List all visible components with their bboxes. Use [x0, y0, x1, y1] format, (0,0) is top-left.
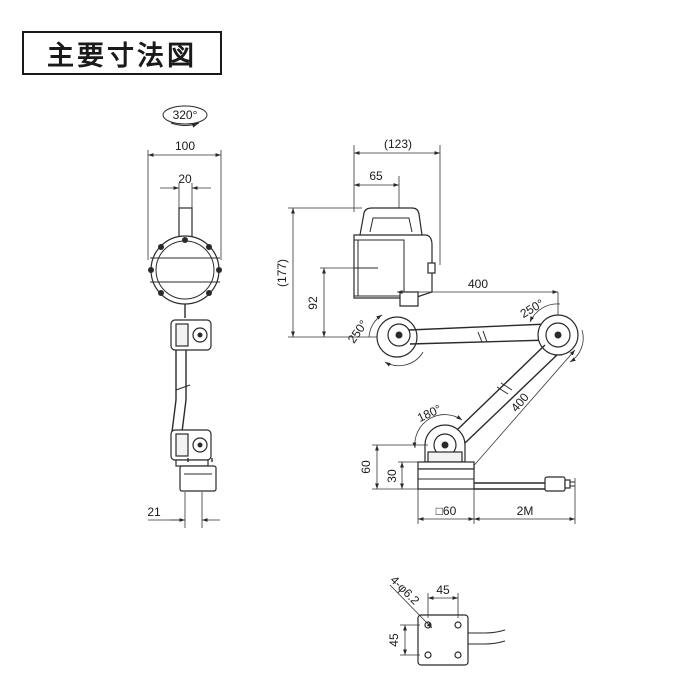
lamp-head-front	[148, 235, 222, 305]
lamp-head-side	[353, 207, 436, 307]
base-joint-label: 180°	[415, 402, 444, 425]
neck-dimension: 20	[160, 172, 211, 210]
lower-arm-label: 400	[508, 390, 532, 415]
base-front	[175, 458, 217, 492]
base-top-view: 4-φ6.2 45 45	[387, 573, 506, 666]
cord-length-label: 2M	[517, 504, 534, 518]
total-height-label: (177)	[275, 259, 289, 287]
base-offset-label: 21	[147, 505, 161, 519]
hole-label: 4-φ6.2	[387, 573, 422, 608]
head-pivot: 250°	[345, 314, 424, 367]
drawing-title: 主要寸法図	[47, 40, 197, 72]
title-box: 主要寸法図	[22, 31, 222, 75]
head-depth-dimension: (123)	[353, 137, 441, 265]
base-height-label: 60	[359, 460, 373, 474]
upper-arm-dimension: 400	[397, 277, 559, 318]
elbow-joint-label: 250°	[518, 296, 547, 321]
base-offset-dimension: 21	[147, 492, 220, 528]
lower-joint-front	[170, 429, 212, 461]
base-depth-label: 45	[387, 633, 401, 647]
head-joint-label: 250°	[345, 317, 371, 346]
upper-arm	[408, 323, 551, 345]
head-depth-label: (123)	[384, 137, 412, 151]
arm-front	[171, 350, 191, 433]
cord-length-dimension: 2M	[474, 478, 576, 524]
base-size-label: □60	[436, 504, 457, 518]
base-width-label: 45	[436, 583, 450, 597]
width-label: 100	[175, 139, 195, 153]
neck-label: 20	[178, 172, 192, 186]
head-front-dimension: 65	[354, 169, 400, 212]
side-view: (123) 65 (177)	[275, 137, 584, 524]
magnet-height-label: 30	[385, 469, 399, 483]
power-cord	[474, 476, 575, 492]
base-side	[417, 461, 475, 490]
pivot-height-label: 92	[306, 296, 320, 310]
upper-arm-label: 400	[468, 277, 488, 291]
base-height-dimension: 60 30	[359, 444, 428, 490]
upper-joint-front	[170, 304, 212, 351]
rotation-label: 320°	[173, 108, 198, 122]
base-joint: 180°	[412, 402, 466, 463]
pivot-height-dimension: 92	[306, 267, 356, 337]
lower-arm-dimension: 400	[469, 349, 576, 471]
head-front-label: 65	[369, 169, 383, 183]
front-view: 320° 100 20	[147, 105, 222, 528]
base-size-dimension: □60	[417, 489, 475, 524]
width-dimension: 100	[147, 139, 222, 260]
rotation-symbol: 320°	[162, 105, 208, 128]
